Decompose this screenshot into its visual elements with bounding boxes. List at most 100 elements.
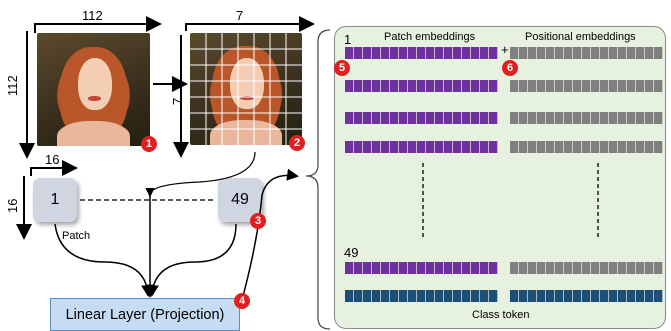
- positional-embeddings-header: Positional embeddings: [525, 31, 636, 43]
- patch-embedding-cell: [444, 262, 453, 274]
- patch-embedding-cell: [435, 262, 444, 274]
- positional-embedding-cell: [591, 141, 600, 153]
- patch-embedding-cell: [363, 112, 372, 124]
- positional-embedding-cell: [564, 80, 573, 92]
- patch-embedding-cell: [363, 80, 372, 92]
- patch-embedding-cell: [426, 112, 435, 124]
- positional-embedding-cell: [645, 80, 654, 92]
- positional-embedding-cell: [573, 112, 582, 124]
- patch-embedding-cell: [372, 47, 381, 59]
- class-token-cell: [564, 290, 573, 302]
- positional-embedding-cell: [519, 80, 528, 92]
- patch-embedding-cell: [453, 80, 462, 92]
- patch-width-label: 16: [45, 152, 60, 167]
- positional-embedding-cell: [618, 262, 627, 274]
- positional-embedding-cell: [537, 262, 546, 274]
- patch-embedding-cell: [480, 141, 489, 153]
- positional-embedding-cell: [645, 141, 654, 153]
- positional-embedding-cell: [528, 80, 537, 92]
- positional-embedding-cell: [564, 141, 573, 153]
- patch-embedding-cell: [480, 262, 489, 274]
- positional-embedding-cell: [528, 112, 537, 124]
- first-patch-box: 1: [33, 178, 77, 222]
- patch-embedding-cell: [444, 80, 453, 92]
- positional-embedding-cell: [591, 47, 600, 59]
- class-token-cell: [417, 290, 426, 302]
- positional-embedding-cell: [627, 262, 636, 274]
- patch-embedding-cell: [471, 112, 480, 124]
- class-token-cell: [537, 290, 546, 302]
- positional-embedding-cell: [582, 262, 591, 274]
- positional-embedding-cell: [645, 47, 654, 59]
- patch-embedding-cell: [354, 141, 363, 153]
- patch-embedding-cell: [417, 141, 426, 153]
- class-token-cell: [528, 290, 537, 302]
- class-token-cell: [636, 290, 645, 302]
- first-row-label: 1: [344, 32, 352, 47]
- positional-embedding-cell: [591, 80, 600, 92]
- patch-embedding-cell: [444, 141, 453, 153]
- patch-embedding-cell: [426, 141, 435, 153]
- positional-embedding-cell: [582, 112, 591, 124]
- patch-embedding-cell: [426, 47, 435, 59]
- patch-embedding-cell: [471, 47, 480, 59]
- to-panel-arrow: [241, 168, 299, 301]
- positional-embedding-cell: [645, 262, 654, 274]
- patch-embedding-cell: [435, 112, 444, 124]
- positional-embedding-cell: [564, 262, 573, 274]
- positional-embedding-cell: [627, 112, 636, 124]
- positional-embedding-cell: [618, 80, 627, 92]
- positional-embedding-cell: [636, 262, 645, 274]
- positional-embedding-cell: [636, 112, 645, 124]
- patch-embedding-cell: [372, 141, 381, 153]
- class-token-cell: [399, 290, 408, 302]
- positional-embedding-cell: [609, 80, 618, 92]
- positional-embedding-cell: [528, 262, 537, 274]
- patch-embedding-cell: [399, 47, 408, 59]
- patch-embedding-cell: [399, 112, 408, 124]
- class-token-cell: [453, 290, 462, 302]
- class-token-cell: [645, 290, 654, 302]
- patch-embedding-cell: [408, 112, 417, 124]
- patch-embedding-cell: [408, 80, 417, 92]
- positional-embedding-cell: [618, 141, 627, 153]
- positional-embedding-cell: [636, 80, 645, 92]
- class-token-cell: [609, 290, 618, 302]
- patch-embedding-cell: [489, 112, 498, 124]
- positional-embedding-cell: [573, 47, 582, 59]
- patch-embedding-cell: [372, 80, 381, 92]
- positional-embedding-cell: [573, 80, 582, 92]
- last-row-label: 49: [344, 245, 359, 260]
- patch-embedding-cell: [480, 47, 489, 59]
- patch-embedding-cell: [453, 112, 462, 124]
- positional-embedding-cell: [618, 112, 627, 124]
- patch-embedding-cell: [480, 112, 489, 124]
- class-token-cell: [372, 290, 381, 302]
- positional-embedding-cell: [600, 262, 609, 274]
- patch-grid: [190, 33, 302, 145]
- positional-embedding-cell: [564, 112, 573, 124]
- class-token-cell: [462, 290, 471, 302]
- positional-embedding-cell: [510, 112, 519, 124]
- positional-embedding-cell: [627, 80, 636, 92]
- patch-embedding-cell: [354, 262, 363, 274]
- input-photo: [37, 33, 150, 146]
- patch-embedding-cell: [372, 112, 381, 124]
- positional-embedding-cell: [636, 141, 645, 153]
- class-token-cell: [573, 290, 582, 302]
- patch-embedding-cell: [417, 112, 426, 124]
- patch-embedding-cell: [363, 47, 372, 59]
- gridded-photo: [190, 33, 302, 145]
- step-badge-6: 6: [502, 60, 518, 76]
- positional-embedding-cell: [555, 80, 564, 92]
- positional-embedding-cell: [573, 141, 582, 153]
- class-token-cell: [345, 290, 354, 302]
- class-token-cell: [480, 290, 489, 302]
- positional-embedding-cell: [618, 47, 627, 59]
- patch-embedding-cell: [471, 80, 480, 92]
- class-token-label: Class token: [472, 309, 530, 321]
- patch-embedding-cell: [390, 112, 399, 124]
- class-token-cell: [426, 290, 435, 302]
